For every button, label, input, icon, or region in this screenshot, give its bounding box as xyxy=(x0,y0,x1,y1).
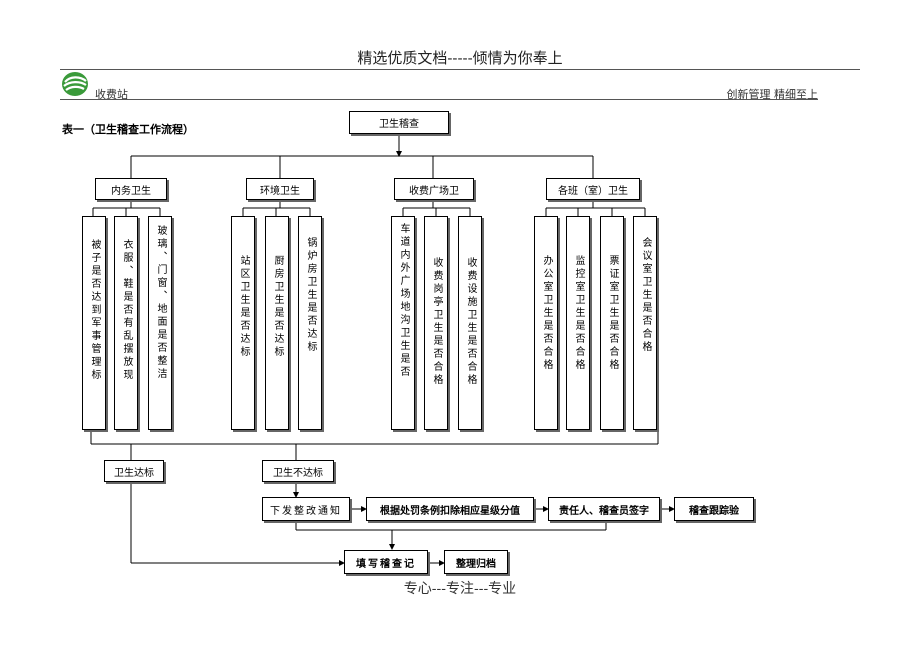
archive-label: 整理归档 xyxy=(456,558,496,570)
item-node: 衣服、鞋是否有乱摆放现 xyxy=(114,216,138,430)
logo-icon xyxy=(62,72,88,96)
item-label: 衣服、鞋是否有乱摆放现 xyxy=(121,239,132,382)
item-label: 收费岗亭卫生是否合格 xyxy=(431,257,442,387)
header-motto: 创新管理 精细至上 xyxy=(726,88,819,101)
item-label: 锅炉房卫生是否达标 xyxy=(305,237,316,354)
item-label: 车道内外广场地沟卫生是否 xyxy=(398,223,409,379)
item-node: 会议室卫生是否合格 xyxy=(633,216,657,430)
item-node: 被子是否达到军事管理标 xyxy=(82,216,106,430)
item-label: 会议室卫生是否合格 xyxy=(640,237,651,354)
record-node: 填写稽查记 xyxy=(344,550,428,574)
archive-node: 整理归档 xyxy=(444,550,508,574)
site-name: 收费站 xyxy=(95,88,128,101)
page-footer: 专心---专注---专业 xyxy=(403,581,517,597)
item-label: 厨房卫生是否达标 xyxy=(272,255,283,359)
item-label: 收费设施卫生是否合格 xyxy=(465,257,476,387)
record-label: 填写稽查记 xyxy=(356,558,416,570)
followup-node: 稽查跟踪验 xyxy=(674,497,754,521)
item-node: 收费岗亭卫生是否合格 xyxy=(424,216,448,430)
item-label: 票证室卫生是否合格 xyxy=(607,255,618,372)
item-node: 站区卫生是否达标 xyxy=(231,216,255,430)
page-header-title: 精选优质文档-----倾情为你奉上 xyxy=(357,49,563,67)
item-label: 监控室卫生是否合格 xyxy=(573,255,584,372)
sign-node: 责任人、稽查员签字 xyxy=(548,497,660,521)
item-node: 办公室卫生是否合格 xyxy=(534,216,558,430)
item-node: 锅炉房卫生是否达标 xyxy=(298,216,322,430)
item-node: 收费设施卫生是否合格 xyxy=(458,216,482,430)
header-rule-bottom xyxy=(60,99,818,100)
fail-node: 卫生不达标 xyxy=(262,460,334,482)
deduct-label: 根据处罚条例扣除相应星级分值 xyxy=(380,505,520,517)
category-label: 环境卫生 xyxy=(260,185,300,197)
pass-label: 卫生达标 xyxy=(114,467,154,479)
notice-node: 下发整改通知 xyxy=(262,497,350,521)
header-rule-top xyxy=(60,69,860,70)
item-label: 站区卫生是否达标 xyxy=(238,255,249,359)
category-node-1: 内务卫生 xyxy=(95,178,167,200)
item-label: 被子是否达到军事管理标 xyxy=(89,239,100,382)
category-label: 收费广场卫 xyxy=(409,185,459,197)
category-label: 各班（室）卫生 xyxy=(558,185,628,197)
category-node-2: 环境卫生 xyxy=(246,178,314,200)
pass-node: 卫生达标 xyxy=(104,460,164,482)
item-node: 玻璃、门窗、地面是否整洁 xyxy=(148,216,172,430)
fail-label: 卫生不达标 xyxy=(273,467,323,479)
item-node: 厨房卫生是否达标 xyxy=(265,216,289,430)
category-node-3: 收费广场卫 xyxy=(394,178,474,200)
category-label: 内务卫生 xyxy=(111,185,151,197)
root-label: 卫生稽查 xyxy=(379,119,419,130)
item-node: 监控室卫生是否合格 xyxy=(566,216,590,430)
item-label: 办公室卫生是否合格 xyxy=(541,255,552,372)
deduct-node: 根据处罚条例扣除相应星级分值 xyxy=(366,497,534,521)
followup-label: 稽查跟踪验 xyxy=(689,505,739,517)
item-label: 玻璃、门窗、地面是否整洁 xyxy=(155,225,166,381)
category-node-4: 各班（室）卫生 xyxy=(546,178,640,200)
item-node: 车道内外广场地沟卫生是否 xyxy=(391,216,415,430)
notice-label: 下发整改通知 xyxy=(270,505,342,517)
sign-label: 责任人、稽查员签字 xyxy=(559,505,649,517)
root-node: 卫生稽查 xyxy=(349,111,449,134)
table-title: 表一（卫生稽查工作流程） xyxy=(62,123,194,136)
item-node: 票证室卫生是否合格 xyxy=(600,216,624,430)
